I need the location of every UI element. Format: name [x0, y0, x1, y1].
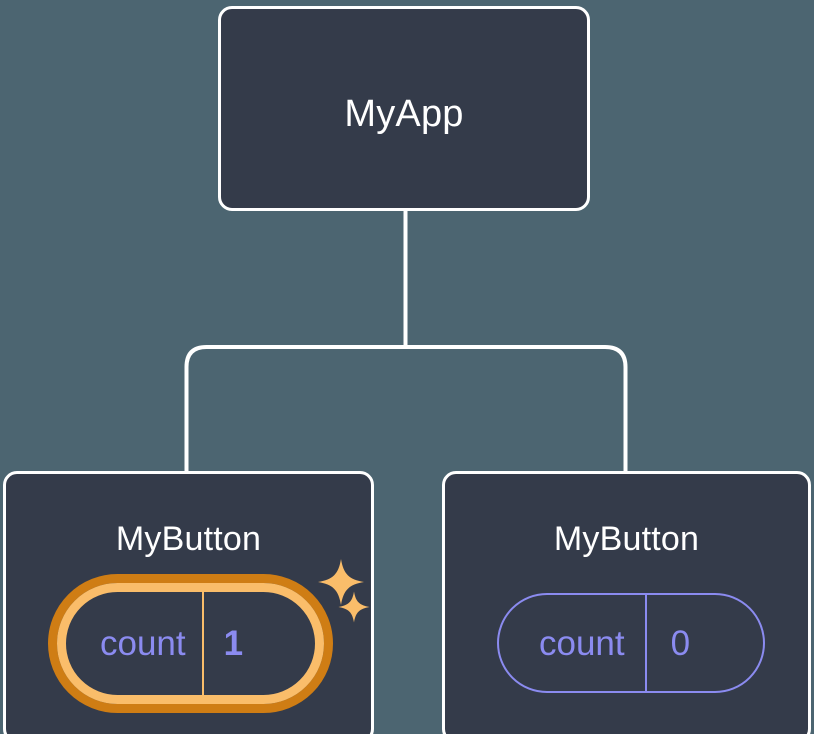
- node-mybutton-right-label: MyButton: [553, 520, 700, 558]
- node-mybutton-right[interactable]: MyButton count 0: [442, 471, 811, 734]
- node-mybutton-left[interactable]: MyButton count 1: [3, 471, 374, 734]
- state-value-label: 0: [644, 595, 734, 691]
- state-pill-inner-ring: count 1: [57, 583, 324, 704]
- node-myapp[interactable]: MyApp: [218, 6, 590, 211]
- state-value-label: 1: [201, 592, 281, 695]
- state-pill-idle[interactable]: count 0: [497, 593, 765, 693]
- connector-branch: [184, 345, 628, 471]
- node-myapp-label: MyApp: [344, 93, 464, 135]
- state-key-label: count: [100, 624, 186, 663]
- state-pill-glow-ring: count 1: [48, 574, 333, 713]
- state-pill-highlighted[interactable]: count 1: [48, 574, 333, 713]
- state-pill-outline: count 0: [497, 593, 765, 693]
- state-key-label: count: [539, 623, 625, 663]
- node-mybutton-left-label: MyButton: [115, 520, 262, 558]
